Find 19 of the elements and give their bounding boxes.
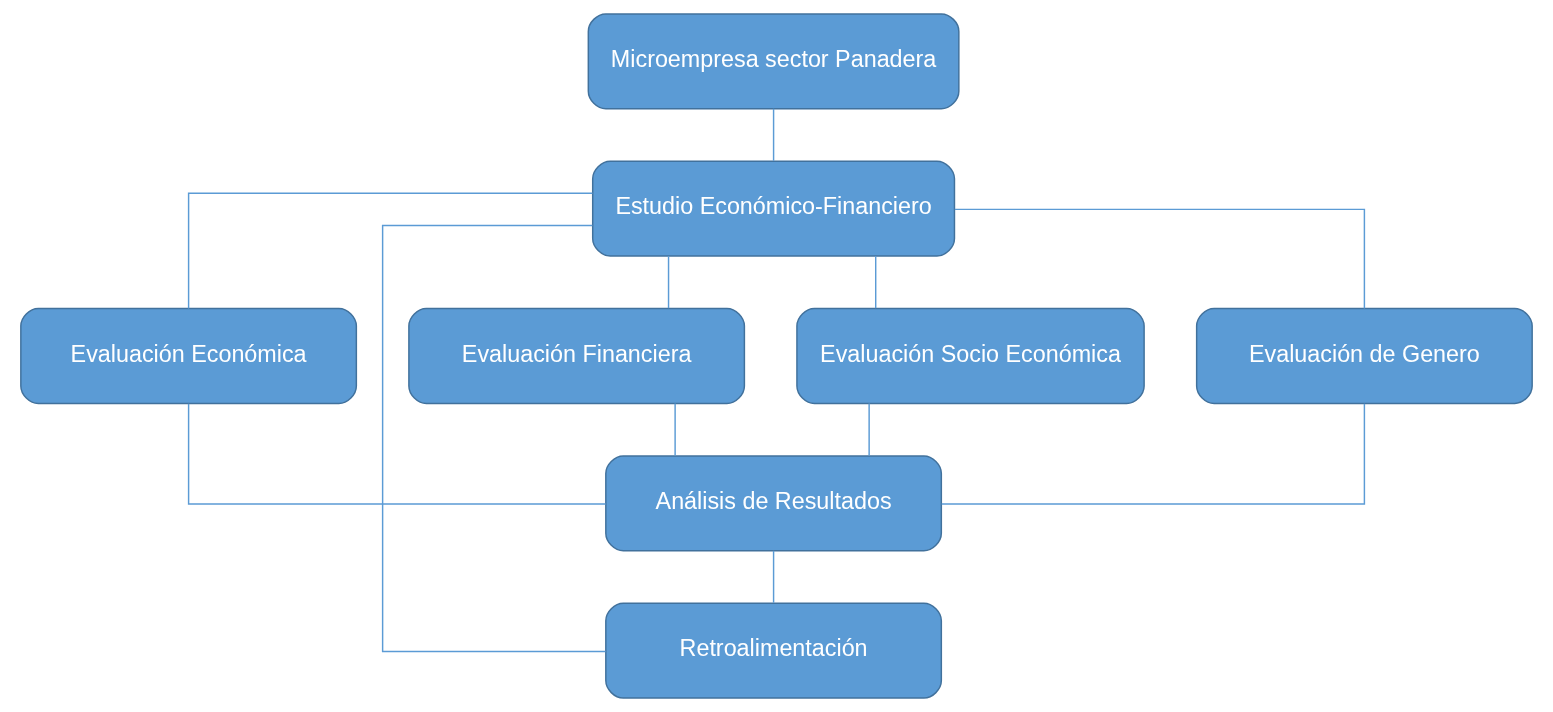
connector <box>954 208 1366 310</box>
connector <box>772 550 775 604</box>
node-box: Evaluación Socio Económica <box>796 307 1145 405</box>
node-box: Microempresa sector Panadera <box>587 13 960 110</box>
connector <box>772 108 775 162</box>
node-box: Estudio Económico-Financiero <box>591 160 956 257</box>
node-box: Análisis de Resultados <box>605 455 943 552</box>
connector <box>874 255 877 309</box>
connector <box>940 402 1366 505</box>
connector <box>187 402 607 505</box>
connector <box>381 224 607 653</box>
connector <box>667 255 670 309</box>
node-box: Retroalimentación <box>605 602 943 699</box>
connector <box>674 402 676 457</box>
node-box: Evaluación Económica <box>20 307 358 405</box>
node-box: Evaluación de Genero <box>1195 307 1533 405</box>
connector <box>187 192 594 310</box>
connector <box>868 402 870 457</box>
node-box: Evaluación Financiera <box>408 307 746 405</box>
